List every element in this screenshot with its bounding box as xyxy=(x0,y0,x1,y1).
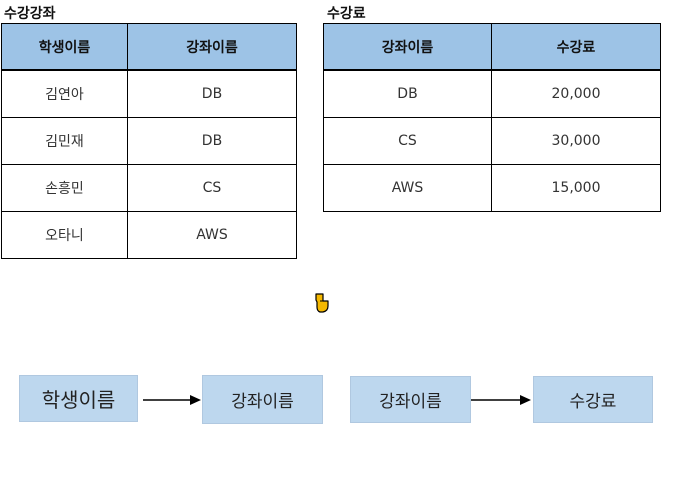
table-cell: DB xyxy=(127,117,297,165)
dependency-box-course-name: 강좌이름 xyxy=(202,375,323,424)
table-row: CS 30,000 xyxy=(323,117,661,165)
table-cell: DB xyxy=(127,69,297,118)
table-cell: 김민재 xyxy=(1,117,128,165)
table-row: 오타니 AWS xyxy=(1,211,297,259)
table-cell: 30,000 xyxy=(491,117,661,165)
table-cell: 손흥민 xyxy=(1,164,128,212)
dependency-box-course-name-2: 강좌이름 xyxy=(350,376,471,423)
table-cell: DB xyxy=(323,69,492,118)
table-row: DB 20,000 xyxy=(323,69,661,118)
table-row: AWS 15,000 xyxy=(323,164,661,212)
column-header-student-name: 학생이름 xyxy=(1,23,128,71)
column-header-course-name: 강좌이름 xyxy=(323,23,492,71)
table-row: 김연아 DB xyxy=(1,69,297,118)
table-cell: CS xyxy=(323,117,492,165)
dependency-box-tuition: 수강료 xyxy=(533,376,653,423)
left-table-caption: 수강강좌 xyxy=(4,6,56,22)
right-table-caption: 수강료 xyxy=(327,6,366,22)
column-header-tuition: 수강료 xyxy=(491,23,661,71)
table-row: 손흥민 CS xyxy=(1,164,297,212)
enrollment-table: 학생이름 강좌이름 김연아 DB 김민재 DB 손흥민 CS 오타니 AWS xyxy=(1,23,297,259)
table-cell: AWS xyxy=(323,164,492,212)
pointing-hand-cursor-icon xyxy=(315,293,329,313)
table-cell: 15,000 xyxy=(491,164,661,212)
dependency-arrow-icon xyxy=(143,395,201,405)
tuition-table: 강좌이름 수강료 DB 20,000 CS 30,000 AWS 15,000 xyxy=(323,23,661,212)
table-cell: CS xyxy=(127,164,297,212)
table-header-row: 학생이름 강좌이름 xyxy=(1,23,297,71)
table-cell: 오타니 xyxy=(1,211,128,259)
table-cell: AWS xyxy=(127,211,297,259)
table-cell: 김연아 xyxy=(1,69,128,118)
dependency-box-student-name: 학생이름 xyxy=(19,375,138,422)
table-header-row: 강좌이름 수강료 xyxy=(323,23,661,71)
table-row: 김민재 DB xyxy=(1,117,297,165)
column-header-course-name: 강좌이름 xyxy=(127,23,297,71)
dependency-arrow-icon xyxy=(471,395,531,405)
table-cell: 20,000 xyxy=(491,69,661,118)
